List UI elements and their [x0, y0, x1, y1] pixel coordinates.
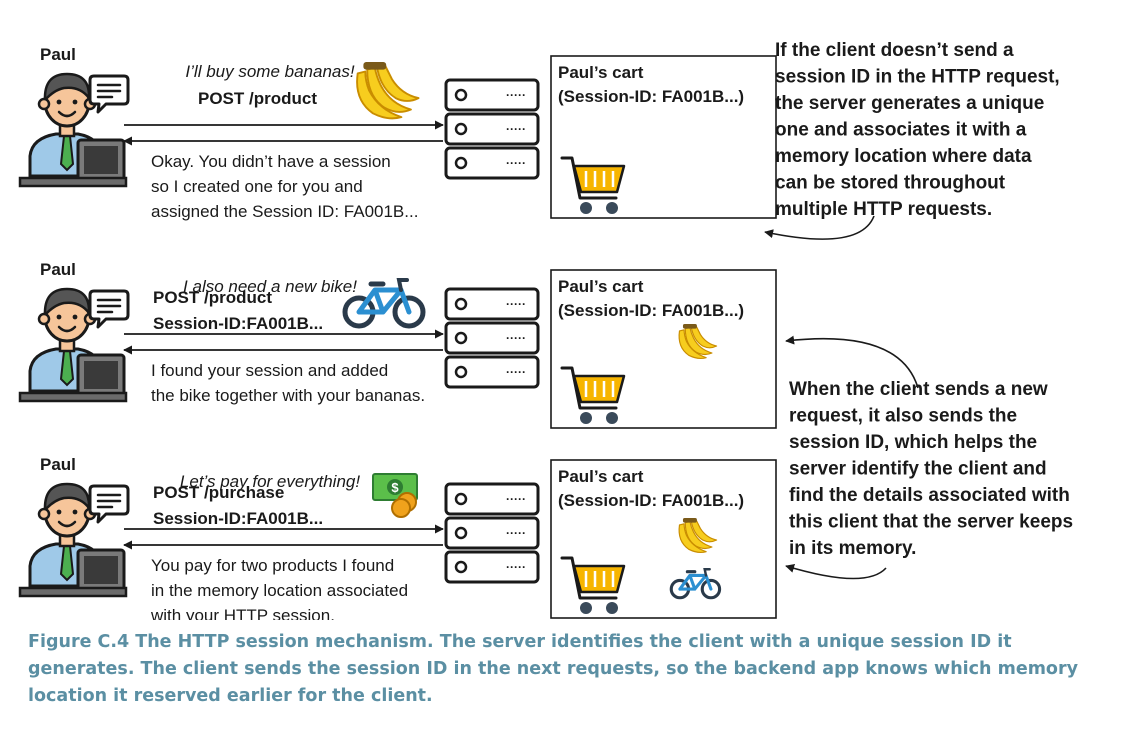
- cart-session-id: (Session-ID: FA001B...): [558, 87, 744, 106]
- server-response: with your HTTP session.: [150, 606, 335, 620]
- explanation-note: multiple HTTP requests.: [775, 199, 992, 220]
- cart-title: Paul’s cart: [558, 277, 644, 296]
- client-message: I’ll buy some bananas!: [185, 62, 354, 81]
- speech-bubble-icon: [88, 74, 130, 114]
- server-response: so I created one for you and: [151, 177, 363, 196]
- explanation-note: in its memory.: [789, 538, 916, 559]
- server-response: I found your session and added: [151, 361, 388, 380]
- svg-text:·····: ·····: [506, 88, 526, 102]
- client-message: Let’s pay for everything!: [180, 472, 360, 491]
- banana-icon: [356, 62, 420, 120]
- explanation-note: one and associates it with a: [775, 120, 1027, 141]
- svg-text:·····: ·····: [506, 492, 526, 506]
- explanation-note: find the details associated with: [789, 485, 1070, 506]
- explanation-note: this client that the server keeps: [789, 512, 1073, 533]
- shopping-cart-icon: [560, 366, 626, 424]
- svg-text:·····: ·····: [506, 526, 526, 540]
- cart-session-id: (Session-ID: FA001B...): [558, 301, 744, 320]
- server-response: Okay. You didn’t have a session: [151, 152, 391, 171]
- explanation-note: session ID, which helps the: [789, 432, 1037, 453]
- explanation-note: If the client doesn’t send a: [775, 40, 1014, 61]
- note-to-cart-arrow: [785, 335, 919, 389]
- user-name: Paul: [40, 260, 76, 279]
- cart-title: Paul’s cart: [558, 63, 644, 82]
- svg-text:·····: ·····: [506, 297, 526, 311]
- svg-text:·····: ·····: [506, 331, 526, 345]
- speech-bubble-icon: [88, 289, 130, 329]
- svg-text:$: $: [391, 480, 399, 495]
- money-icon: $: [372, 473, 418, 518]
- note-to-cart-arrow: [785, 564, 887, 580]
- request-line: POST /purchase: [153, 483, 284, 502]
- user-at-computer-icon: [18, 72, 128, 188]
- bicycle-icon: [342, 278, 426, 329]
- client-message: I also need a new bike!: [183, 277, 357, 296]
- svg-text:·····: ·····: [506, 560, 526, 574]
- server-response: assigned the Session ID: FA001B...: [151, 202, 418, 221]
- shopping-cart-icon: [560, 556, 626, 614]
- explanation-note: request, it also sends the: [789, 406, 1017, 427]
- server-rack-icon: ····· ····· ·····: [444, 287, 540, 389]
- explanation-note: can be stored throughout: [775, 173, 1006, 194]
- svg-text:·····: ·····: [506, 122, 526, 136]
- svg-text:·····: ·····: [506, 365, 526, 379]
- banana-icon: [678, 324, 718, 359]
- svg-text:·····: ·····: [506, 156, 526, 170]
- explanation-note: the server generates a unique: [775, 93, 1044, 114]
- explanation-note: server identify the client and: [789, 459, 1047, 480]
- cart-title: Paul’s cart: [558, 467, 644, 486]
- shopping-cart-icon: [560, 156, 626, 214]
- server-rack-icon: ····· ····· ·····: [444, 482, 540, 584]
- request-session-line: Session-ID:FA001B...: [153, 509, 323, 528]
- server-response: the bike together with your bananas.: [151, 386, 425, 405]
- note-to-cart-arrow: [764, 215, 875, 240]
- user-name: Paul: [40, 455, 76, 474]
- figure-caption: Figure C.4 The HTTP session mechanism. T…: [28, 632, 1078, 706]
- user-at-computer-icon: [18, 287, 128, 403]
- bicycle-icon: [669, 568, 722, 600]
- explanation-note: memory location where data: [775, 146, 1032, 167]
- explanation-note: session ID in the HTTP request,: [775, 67, 1060, 88]
- server-rack-icon: ····· ····· ·····: [444, 78, 540, 180]
- banana-icon: [678, 518, 718, 553]
- server-response: You pay for two products I found: [151, 556, 394, 575]
- user-at-computer-icon: [18, 482, 128, 598]
- user-name: Paul: [40, 45, 76, 64]
- request-line: POST /product: [198, 89, 317, 108]
- explanation-note: When the client sends a new: [789, 379, 1048, 400]
- request-session-line: Session-ID:FA001B...: [153, 314, 323, 333]
- speech-bubble-icon: [88, 484, 130, 524]
- server-response: in the memory location associated: [151, 581, 408, 600]
- cart-session-id: (Session-ID: FA001B...): [558, 491, 744, 510]
- request-line: POST /product: [153, 288, 272, 307]
